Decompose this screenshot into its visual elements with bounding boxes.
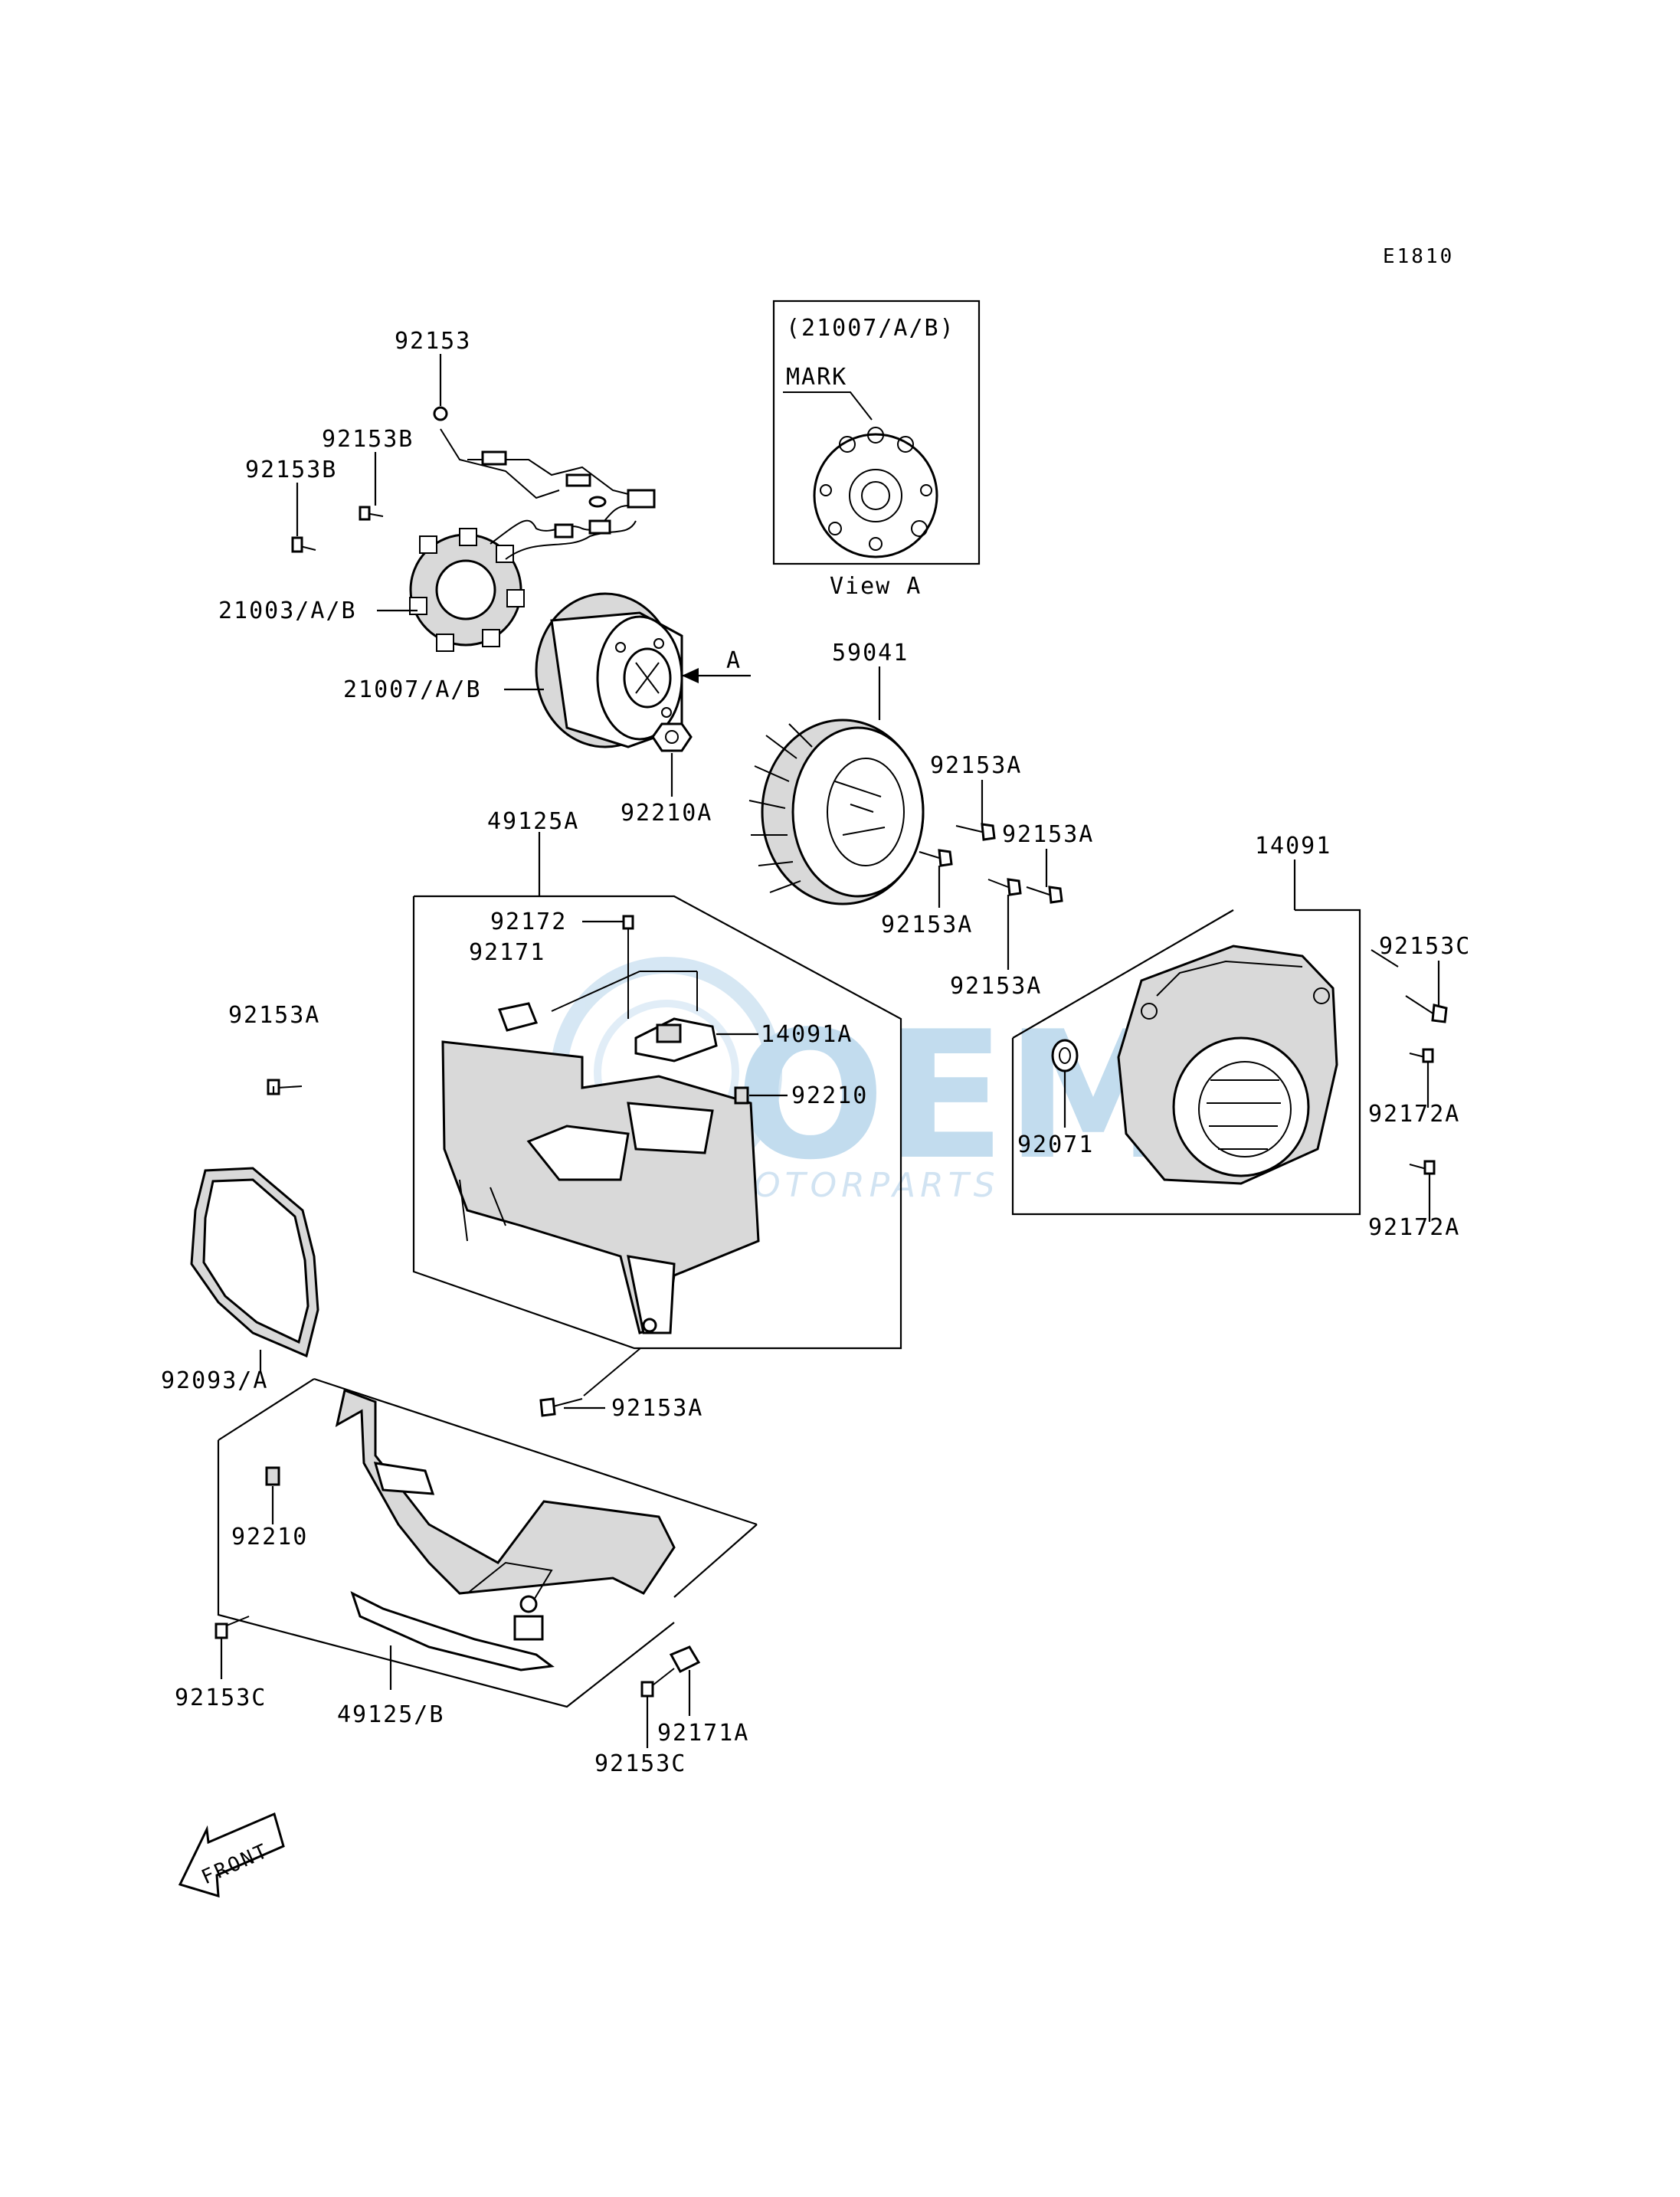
screw-92172A-1: [1409, 1048, 1434, 1063]
screw-92172A-2: [1409, 1160, 1436, 1175]
view-a-mark-label: MARK: [786, 364, 847, 391]
front-direction-arrow: FRONT: [178, 1812, 285, 1898]
callout-92210-lower: 92210: [231, 1524, 308, 1550]
callout-92172A-a: 92172A: [1368, 1101, 1460, 1128]
view-a-caption: View A: [830, 573, 922, 600]
callout-59041: 59041: [832, 640, 909, 666]
callout-92153: 92153: [395, 328, 471, 355]
callout-49125B: 49125/B: [337, 1701, 444, 1728]
callout-92210-upper: 92210: [791, 1082, 868, 1109]
callout-92172A-b: 92172A: [1368, 1214, 1460, 1241]
watermark-brand: OEM: [735, 994, 1181, 1199]
callout-92153B-b: 92153B: [245, 457, 337, 483]
callout-92153A-c: 92153A: [881, 912, 973, 938]
bolt-92153A-5: [539, 1347, 641, 1417]
bolt-92153B-1: [359, 506, 384, 521]
callout-92153C-left: 92153C: [175, 1685, 267, 1711]
view-a-arrow-label: A: [726, 647, 742, 674]
fan-cover-group: [1011, 909, 1361, 1216]
gasket-92093: [190, 1167, 319, 1358]
watermark-sub: MOTORPARTS: [720, 1166, 1000, 1205]
callout-labels: 92153 92153B 92153B 21003/A/B 21007/A/B …: [161, 328, 1471, 1777]
bolt-92153C-right: [1371, 949, 1448, 1023]
callout-92153C-right: 92153C: [1379, 933, 1471, 960]
bolt-92153A-4: [1026, 886, 1063, 904]
callout-92071: 92071: [1017, 1131, 1094, 1158]
callout-92153B-a: 92153B: [322, 426, 414, 453]
shroud-upper-group: [412, 895, 902, 1350]
bolt-92153A-2: [919, 849, 953, 867]
callout-21003: 21003/A/B: [218, 598, 357, 624]
callout-14091A: 14091A: [761, 1021, 853, 1048]
stator-assembly: [291, 406, 656, 652]
callout-14091: 14091: [1255, 833, 1331, 859]
callout-92153A-d: 92153A: [950, 973, 1042, 1000]
callout-92153A-a: 92153A: [930, 752, 1022, 779]
view-a-title: (21007/A/B): [786, 315, 955, 342]
callout-92210A: 92210A: [621, 800, 712, 827]
callout-92171: 92171: [469, 939, 545, 966]
shroud-lower-group: [217, 1377, 758, 1708]
callout-21007: 21007/A/B: [343, 676, 482, 703]
bolt-92153A-3: [987, 878, 1022, 896]
bolt-92153A-1: [955, 823, 996, 841]
callout-92093: 92093/A: [161, 1367, 268, 1394]
view-a-arrow: A: [682, 647, 751, 683]
callout-92172: 92172: [490, 909, 567, 935]
callout-49125A: 49125A: [487, 808, 579, 835]
callout-92153A-e: 92153A: [611, 1395, 703, 1422]
bolt-92153: [433, 406, 448, 421]
cooling-fan: [748, 719, 925, 905]
callout-92153A-b: 92153A: [1002, 821, 1094, 848]
diagram-code: E1810: [1383, 245, 1454, 268]
flywheel-rotor: [535, 592, 683, 748]
bolt-92153B-2: [291, 536, 316, 553]
nut-92210A: [651, 722, 693, 752]
grommet-92071: [1051, 1039, 1079, 1072]
bolt-92153C-left: [215, 1616, 250, 1639]
callout-92171A: 92171A: [657, 1720, 749, 1747]
leader-lines: [220, 354, 1440, 1748]
callout-92153A-f: 92153A: [228, 1002, 320, 1029]
view-a-detail: (21007/A/B) MARK View A: [772, 300, 981, 600]
callout-92153C-bottom: 92153C: [594, 1750, 686, 1777]
